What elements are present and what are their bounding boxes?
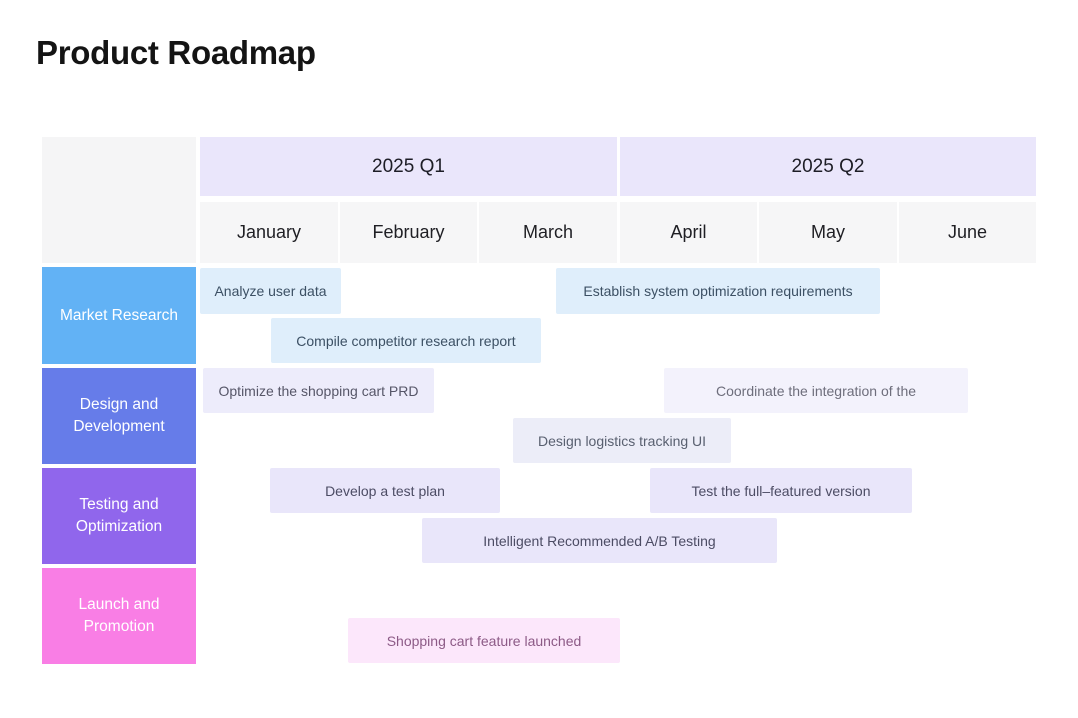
- task-bar-coordinate-the-integration[interactable]: Coordinate the integration of the: [664, 368, 968, 413]
- month-header-march: March: [479, 202, 617, 263]
- task-bar-optimize-shopping-cart-prd[interactable]: Optimize the shopping cart PRD: [203, 368, 434, 413]
- task-bar-establish-system-optimization-requirements[interactable]: Establish system optimization requiremen…: [556, 268, 880, 314]
- row-label-market-research: Market Research: [42, 267, 196, 364]
- task-bar-analyze-user-data[interactable]: Analyze user data: [200, 268, 341, 314]
- task-bar-design-logistics-tracking-ui[interactable]: Design logistics tracking UI: [513, 418, 731, 463]
- month-header-may: May: [759, 202, 897, 263]
- task-bar-test-full-featured-version[interactable]: Test the full–featured version: [650, 468, 912, 513]
- corner-cell: [42, 137, 196, 263]
- month-header-april: April: [620, 202, 757, 263]
- month-header-june: June: [899, 202, 1036, 263]
- month-header-february: February: [340, 202, 477, 263]
- task-bar-shopping-cart-feature-launched[interactable]: Shopping cart feature launched: [348, 618, 620, 663]
- row-label-testing-and-optimization: Testing and Optimization: [42, 468, 196, 564]
- month-header-january: January: [200, 202, 338, 263]
- row-label-design-and-development: Design and Development: [42, 368, 196, 464]
- task-bar-compile-competitor-research-report[interactable]: Compile competitor research report: [271, 318, 541, 363]
- row-label-launch-and-promotion: Launch and Promotion: [42, 568, 196, 664]
- task-bar-intelligent-recommended-ab-testing[interactable]: Intelligent Recommended A/B Testing: [422, 518, 777, 563]
- page-title: Product Roadmap: [36, 34, 316, 71]
- task-bar-develop-a-test-plan[interactable]: Develop a test plan: [270, 468, 500, 513]
- quarter-header-q2: 2025 Q2: [620, 137, 1036, 196]
- quarter-header-q1: 2025 Q1: [200, 137, 617, 196]
